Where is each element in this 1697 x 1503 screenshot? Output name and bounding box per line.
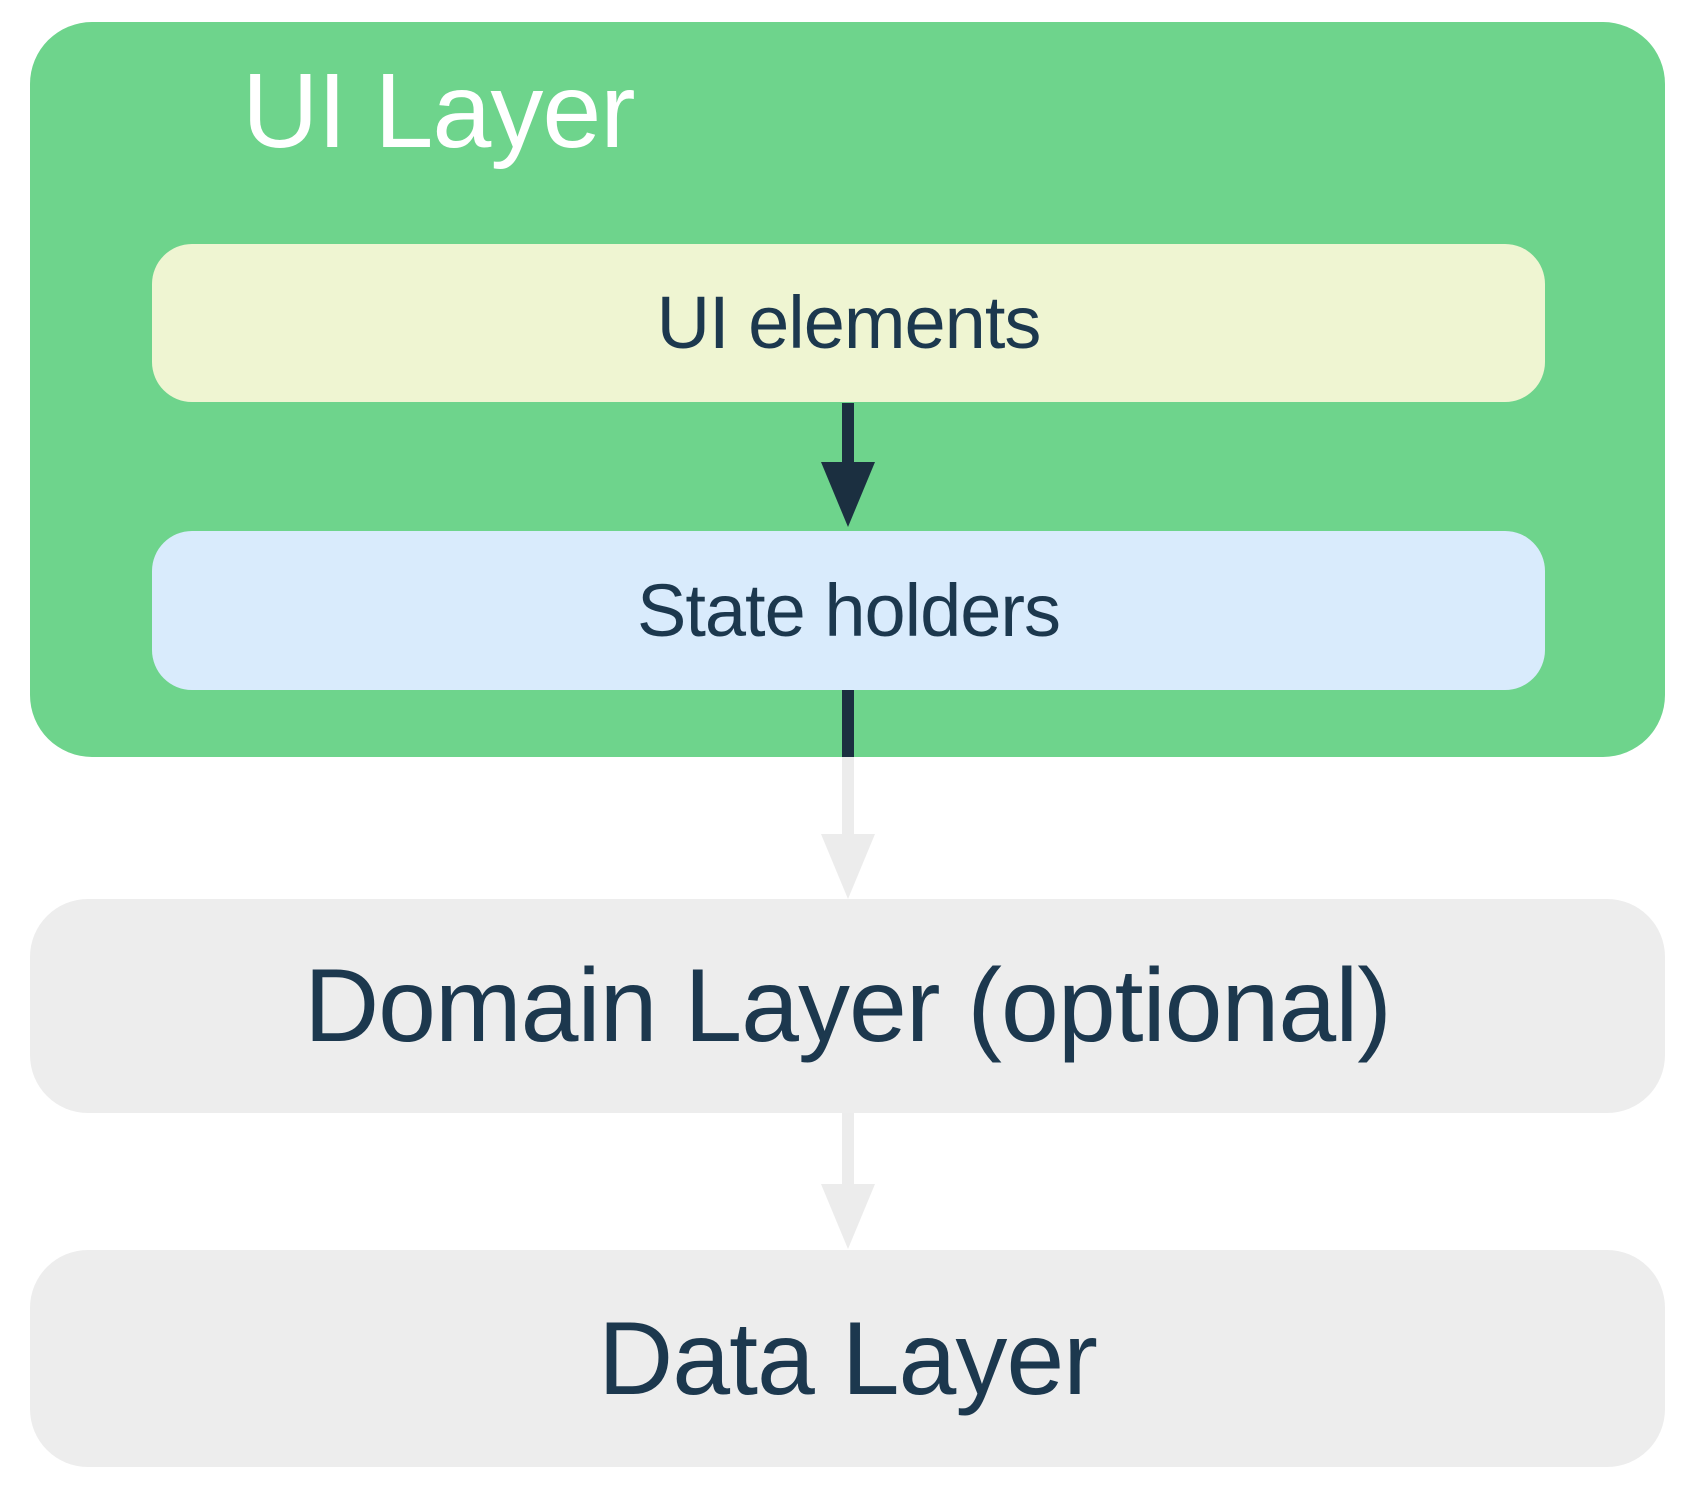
data-layer-box: Data Layer [30,1250,1665,1467]
ui-layer-box: UI Layer UI elements State holders [30,22,1665,757]
arrow-shaft-ui-elements-to-state-holders [842,403,854,464]
state-holders-box: State holders [152,531,1545,690]
arrow-shaft-state-holders-to-domain-dark [842,690,854,757]
ui-elements-label: UI elements [656,281,1042,364]
domain-layer-box: Domain Layer (optional) [30,899,1665,1113]
arrow-shaft-domain-to-data [842,1113,854,1186]
data-layer-label: Data Layer [598,1300,1098,1417]
arrow-down-icon [821,462,875,527]
arrow-down-icon [821,1184,875,1249]
ui-layer-title: UI Layer [242,52,636,170]
arrow-shaft-state-holders-to-domain-gray [842,757,854,836]
state-holders-label: State holders [636,568,1061,652]
ui-elements-box: UI elements [152,244,1545,402]
arrow-down-icon [821,834,875,899]
domain-layer-label: Domain Layer (optional) [304,948,1392,1064]
